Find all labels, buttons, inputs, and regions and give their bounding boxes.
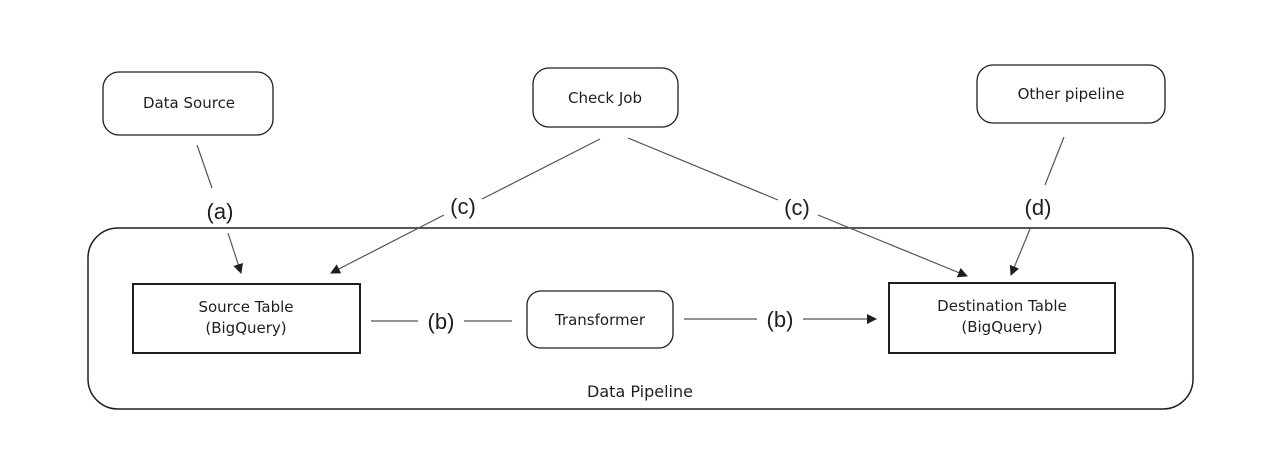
edge-b-left: (b) — [371, 309, 512, 334]
transformer-label: Transformer — [554, 311, 646, 329]
edge-c-right: (c) — [627, 137, 968, 278]
source-table-label-line1: Source Table — [198, 298, 293, 316]
destination-table-label-line2: (BigQuery) — [961, 318, 1042, 336]
edge-c-left-label: (c) — [450, 194, 476, 219]
transformer-node[interactable]: Transformer — [526, 290, 674, 349]
edge-c-right-label: (c) — [784, 195, 810, 220]
data-pipeline-container[interactable]: Data Pipeline — [87, 227, 1194, 410]
data-source-label: Data Source — [143, 94, 235, 112]
destination-table-label-line1: Destination Table — [937, 297, 1067, 315]
container-label: Data Pipeline — [587, 382, 693, 401]
edge-d: (d) — [1009, 136, 1065, 276]
data-source-node[interactable]: Data Source — [102, 71, 274, 136]
edge-b-left-label: (b) — [428, 309, 455, 334]
destination-table-node[interactable]: Destination Table (BigQuery) — [888, 282, 1116, 354]
other-pipeline-node[interactable]: Other pipeline — [976, 64, 1166, 124]
other-pipeline-label: Other pipeline — [1018, 85, 1125, 103]
source-table-node[interactable]: Source Table (BigQuery) — [132, 283, 361, 354]
edge-c-left: (c) — [330, 138, 601, 274]
edge-b-right-label: (b) — [767, 307, 794, 332]
edge-b-right: (b) — [684, 307, 877, 332]
source-table-label-line2: (BigQuery) — [205, 319, 286, 337]
check-job-label: Check Job — [568, 89, 642, 107]
edge-d-label: (d) — [1025, 195, 1052, 220]
check-job-node[interactable]: Check Job — [532, 67, 679, 128]
edge-a-label: (a) — [207, 199, 234, 224]
edge-a: (a) — [196, 144, 243, 274]
